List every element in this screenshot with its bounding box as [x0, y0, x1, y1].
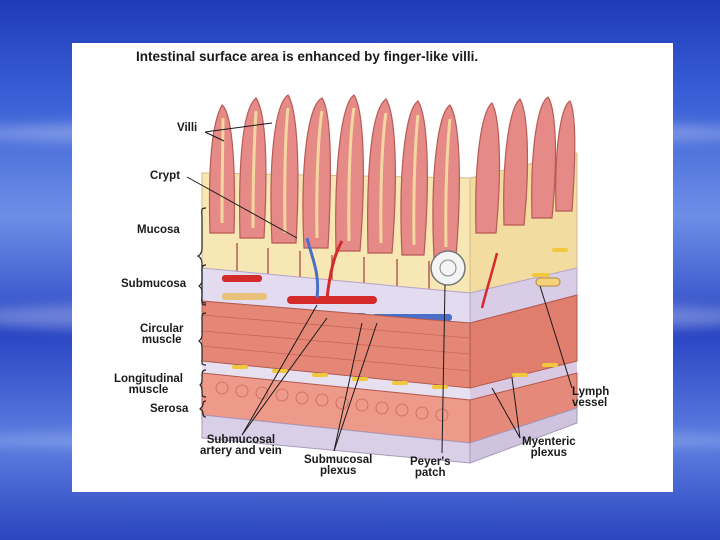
label-crypt: Crypt	[150, 170, 181, 182]
intestine-cross-section-illustration	[186, 94, 578, 464]
label-longitudinal-line2: muscle	[128, 384, 169, 396]
serosa-side	[469, 407, 578, 464]
label-sub-av-line1: Submucosal	[206, 434, 276, 446]
label-myenteric-plexus: Myenteric plexus	[522, 436, 576, 459]
label-longitudinal-line1: Longitudinal	[114, 373, 183, 385]
label-circular-muscle: Circular muscle	[140, 323, 184, 346]
label-sub-av-line2: artery and vein	[200, 445, 282, 457]
diagram-panel: Intestinal surface area is enhanced by f…	[72, 43, 673, 492]
label-peyer-line1: Peyer's	[410, 456, 451, 468]
label-sub-plexus-line2: plexus	[319, 465, 357, 477]
label-lymph-vessel: Lymph vessel	[572, 386, 610, 409]
label-peyers-patch: Peyer's patch	[410, 456, 451, 479]
lymph-vessel-shape	[535, 277, 561, 287]
longitudinal-cells	[215, 381, 449, 422]
label-lymph-line2: vessel	[572, 397, 608, 409]
peyers-patch-center	[439, 259, 457, 277]
label-circular-line2: muscle	[141, 334, 182, 346]
label-submucosa: Submucosa	[121, 278, 187, 290]
label-submucosal-artery-vein: Submucosal artery and vein	[200, 434, 282, 457]
leader-lines	[186, 122, 573, 454]
diagram-title: Intestinal surface area is enhanced by f…	[136, 49, 479, 64]
label-sub-plexus-line1: Submucosal	[304, 454, 373, 466]
villus-cores	[220, 107, 452, 248]
label-myenteric-line1: Myenteric	[522, 436, 576, 448]
label-peyer-line2: patch	[414, 467, 446, 479]
label-circular-line1: Circular	[140, 323, 184, 335]
label-lymph-line1: Lymph	[572, 386, 610, 398]
peyers-patch-shape	[430, 250, 466, 286]
label-mucosa: Mucosa	[137, 224, 180, 236]
label-myenteric-line2: plexus	[530, 447, 568, 459]
label-villi: Villi	[177, 122, 198, 134]
label-submucosal-plexus: Submucosal plexus	[304, 454, 373, 477]
circular-muscle-striations	[201, 314, 471, 372]
nerve-fibers	[232, 248, 568, 389]
label-serosa: Serosa	[150, 403, 189, 415]
layer-brackets	[196, 207, 207, 418]
label-longitudinal-muscle: Longitudinal muscle	[114, 373, 183, 396]
